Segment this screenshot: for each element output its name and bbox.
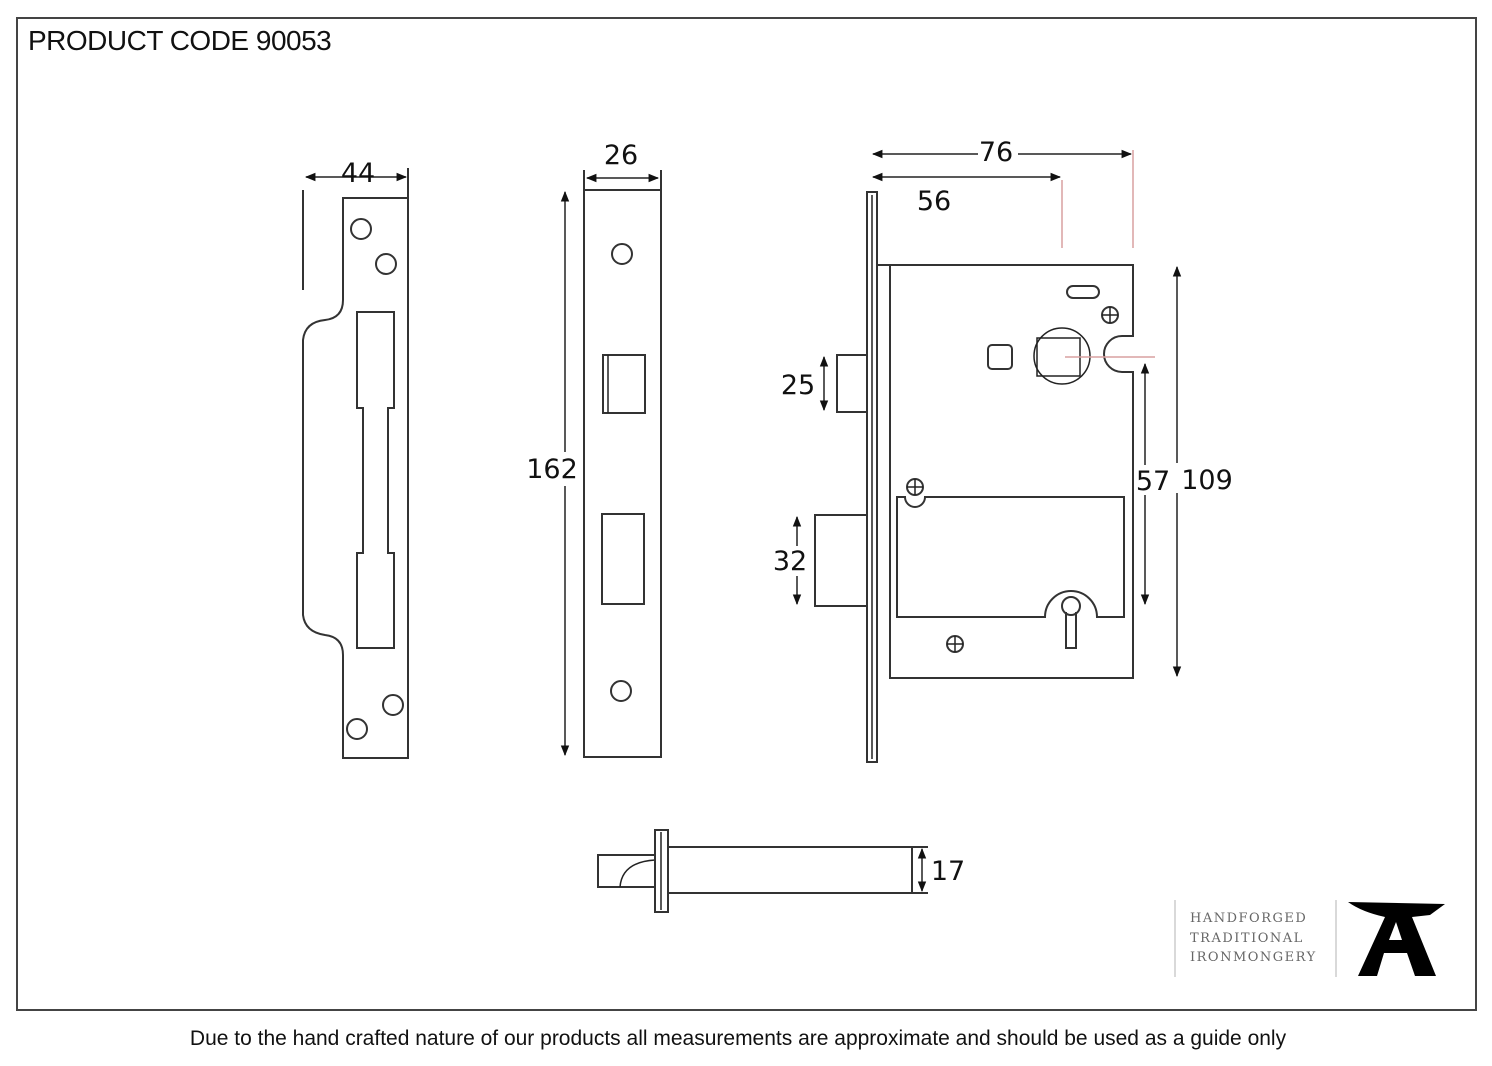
logo-line-1: HANDFORGED xyxy=(1190,911,1307,926)
keyhole-icon xyxy=(1061,596,1081,649)
latch-bolt xyxy=(836,354,868,413)
anvil-icon xyxy=(1348,902,1445,976)
dimension-25: 25 xyxy=(781,370,815,401)
screw-icon xyxy=(946,635,964,653)
logo-line-2: TRADITIONAL xyxy=(1190,931,1304,946)
product-code-title: PRODUCT CODE 90053 xyxy=(28,25,331,56)
screw-icon xyxy=(906,478,924,496)
dimension-56: 56 xyxy=(917,186,951,217)
dimension-57: 57 xyxy=(1136,466,1170,497)
dimension-162: 162 xyxy=(526,454,578,485)
dimension-44: 44 xyxy=(341,158,375,189)
lock-case: 76 56 25 32 57 109 xyxy=(772,137,1233,763)
disclaimer-text: Due to the hand crafted nature of our pr… xyxy=(190,1027,1287,1050)
dimension-32: 32 xyxy=(773,546,807,577)
dimension-17: 17 xyxy=(931,856,965,887)
spindle-follower: 17 xyxy=(597,829,965,913)
screw-icon xyxy=(1101,306,1119,324)
dimension-26: 26 xyxy=(604,140,638,171)
brand-logo: HANDFORGED TRADITIONAL IRONMONGERY xyxy=(1174,900,1445,977)
dimension-76: 76 xyxy=(979,137,1013,168)
forend-plate: 26 162 xyxy=(525,140,662,758)
logo-line-3: IRONMONGERY xyxy=(1190,950,1317,965)
dimension-109: 109 xyxy=(1181,465,1233,496)
drawing-border xyxy=(16,17,1477,1011)
strike-plate: 44 xyxy=(302,158,409,759)
dead-bolt xyxy=(814,514,868,607)
